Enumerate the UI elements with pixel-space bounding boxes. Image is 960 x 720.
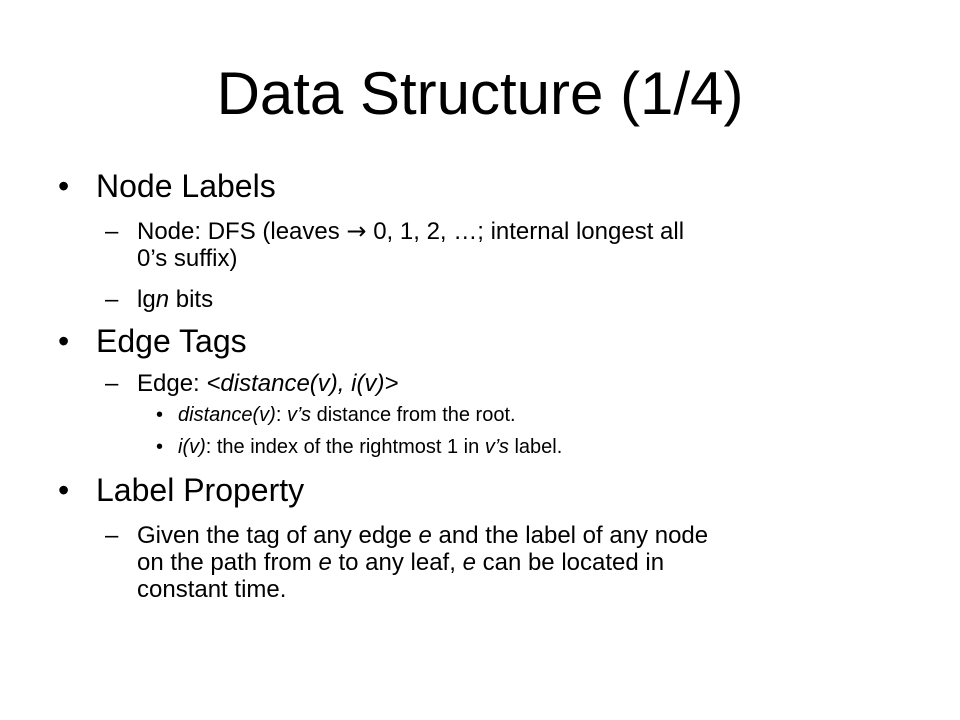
text-index-rest: label. xyxy=(508,436,563,458)
text-node-dfs-after: 0, 1, 2, …; internal longest all xyxy=(366,218,685,245)
dash: – xyxy=(105,286,119,313)
term-iv: i(v) xyxy=(178,436,206,458)
var-n: n xyxy=(155,286,170,313)
subitem-index: • i(v): the index of the rightmost 1 in … xyxy=(156,435,563,459)
text-given-after: and the label of any node xyxy=(431,522,709,549)
item-edge: – Edge: <distance(v), i(v)> xyxy=(105,370,399,397)
right-arrow-icon: → xyxy=(346,217,367,245)
text-sep: : xyxy=(275,404,287,426)
text-index-sep: : the index of the rightmost 1 in xyxy=(205,436,485,458)
text-bits: bits xyxy=(169,286,214,313)
var-vs: v’s xyxy=(286,404,312,426)
text-given-before: Given the tag of any edge xyxy=(137,522,419,549)
bullet-dot: • xyxy=(58,168,70,204)
dash: – xyxy=(105,370,119,397)
text-lg: lg xyxy=(137,286,156,313)
var-e: e xyxy=(318,549,332,576)
item-node-dfs: – Node: DFS (leaves → 0, 1, 2, …; intern… xyxy=(105,217,685,246)
item-lgn-bits: – lgn bits xyxy=(105,286,214,313)
dash: – xyxy=(105,522,119,549)
bullet-dot: • xyxy=(58,472,70,508)
text-path-mid: to any leaf, xyxy=(331,549,463,576)
bullet-dot: • xyxy=(156,436,164,458)
bullet-edge-tags: • Edge Tags xyxy=(58,323,247,359)
text-constant-time: constant time. xyxy=(137,576,287,603)
heading-edge-tags: Edge Tags xyxy=(96,323,247,359)
bullet-label-property: • Label Property xyxy=(58,472,305,508)
term-distance: distance(v) xyxy=(178,404,276,426)
bullet-dot: • xyxy=(156,404,164,426)
text-distance-rest: distance from the root. xyxy=(311,404,516,426)
text-node-dfs-before: Node: DFS (leaves xyxy=(137,218,347,245)
text-edge-prefix: Edge: xyxy=(137,370,207,397)
bullet-dot: • xyxy=(58,323,70,359)
item-given-tag-line2: on the path from e to any leaf, e can be… xyxy=(137,549,664,576)
text-path-before: on the path from xyxy=(137,549,319,576)
text-path-after: can be located in xyxy=(475,549,665,576)
heading-label-property: Label Property xyxy=(96,472,305,508)
heading-node-labels: Node Labels xyxy=(96,168,276,204)
item-given-tag: – Given the tag of any edge e and the la… xyxy=(105,522,709,549)
text-node-dfs-line2: 0’s suffix) xyxy=(137,245,238,272)
item-node-dfs-cont: 0’s suffix) xyxy=(137,245,238,272)
var-e: e xyxy=(418,522,432,549)
subitem-distance: • distance(v): v’s distance from the roo… xyxy=(156,403,516,427)
bullet-node-labels: • Node Labels xyxy=(58,168,276,204)
slide-title: Data Structure (1/4) xyxy=(216,60,744,127)
var-vs: v’s xyxy=(484,436,509,458)
dash: – xyxy=(105,218,119,245)
var-e: e xyxy=(462,549,476,576)
item-given-tag-line3: constant time. xyxy=(137,576,286,603)
text-edge-tuple: <distance(v), i(v)> xyxy=(206,370,399,397)
